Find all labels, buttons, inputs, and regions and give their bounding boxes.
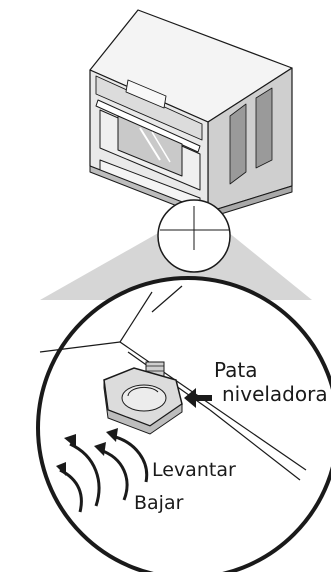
label-levantar: Levantar — [152, 461, 236, 480]
magnified-view-circle — [38, 278, 331, 572]
label-bajar: Bajar — [134, 494, 183, 513]
oven-illustration — [90, 10, 292, 218]
label-pata: Pata — [214, 360, 258, 380]
label-niveladora: niveladora — [222, 384, 328, 404]
